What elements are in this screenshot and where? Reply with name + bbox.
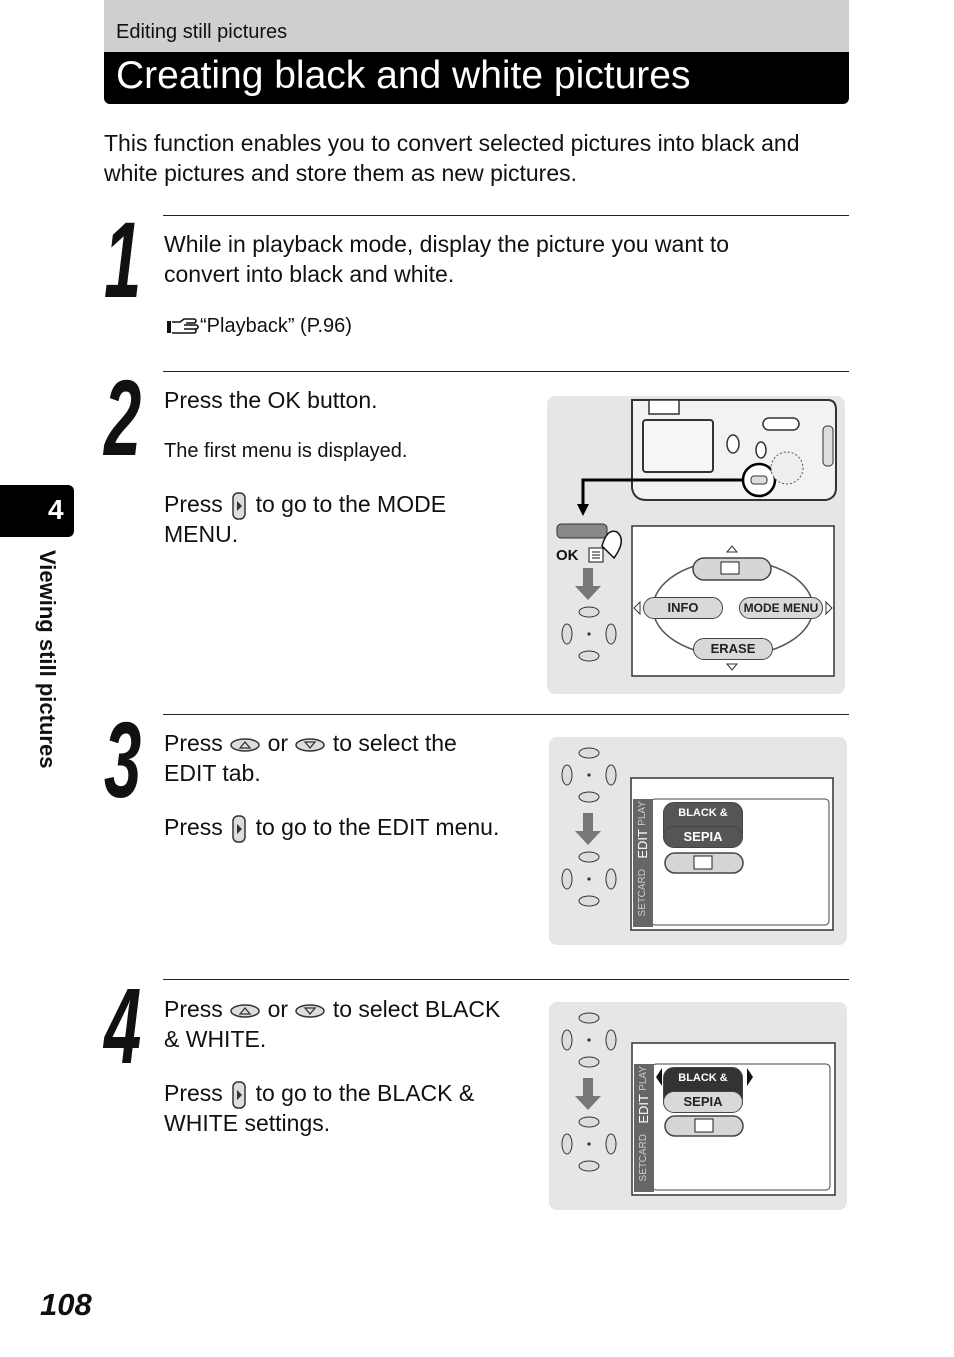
- right-arrow-button-icon: [232, 492, 246, 520]
- tab-edit: EDIT: [636, 1094, 651, 1124]
- step-2-number: 2: [104, 357, 142, 478]
- step-3-line-1: Press or to select the: [164, 728, 457, 758]
- right-arrow-button-icon: [232, 1081, 246, 1109]
- step-4-line-1: Press or to select BLACK: [164, 994, 500, 1024]
- page-number: 108: [40, 1287, 92, 1322]
- rest-text: to select the: [332, 730, 457, 756]
- header-bar: [104, 0, 849, 52]
- step-3-line-2: EDIT tab.: [164, 760, 261, 786]
- step-1-number: 1: [104, 199, 142, 320]
- tab-set: SET: [638, 1162, 649, 1182]
- step-2-press-line-2: MENU.: [164, 521, 239, 547]
- step-1-line-2: convert into black and white.: [164, 261, 455, 287]
- step-2-illustration: OK INFO MODE MENU ERASE: [547, 396, 845, 694]
- up-arrow-button-icon: [230, 738, 260, 752]
- step-4-number: 4: [104, 965, 142, 1086]
- menu-mode-menu: MODE MENU: [739, 597, 823, 619]
- step-3-illustration: PLAY EDIT CARD SET BLACK & WHITE SEPIA: [549, 737, 847, 945]
- menu-info: INFO: [643, 597, 723, 619]
- edit-item-sepia: SEPIA: [663, 1091, 743, 1113]
- tab-play: PLAY: [638, 1066, 649, 1091]
- step-4-line-3: Press to go to the BLACK &: [164, 1078, 474, 1109]
- step-1-line-1: While in playback mode, display the pict…: [164, 231, 730, 257]
- or-text: or: [267, 996, 289, 1022]
- or-text: or: [267, 730, 289, 756]
- step-4-line-4: WHITE settings.: [164, 1110, 331, 1136]
- step-3-line-3: Press to go to the EDIT menu.: [164, 812, 499, 843]
- press-text: Press: [164, 814, 223, 840]
- step-2-press-line: Press to go to the MODE: [164, 489, 446, 520]
- rest-text: to go to the BLACK &: [255, 1080, 475, 1106]
- title-bar: [104, 52, 849, 104]
- step-3-number: 3: [104, 699, 142, 820]
- step-4-line-2: & WHITE.: [164, 1026, 267, 1052]
- step-4-illustration: PLAY EDIT CARD SET BLACK & WHITE SEPIA: [549, 1002, 847, 1210]
- tab-set: SET: [637, 897, 648, 917]
- step-2-main: Press the OK button.: [164, 387, 378, 413]
- reference-text: “Playback” (P.96): [200, 315, 352, 337]
- edit-item-sepia: SEPIA: [663, 826, 743, 848]
- step-2-sub: The first menu is displayed.: [164, 440, 408, 462]
- rest-text: to go to the EDIT menu.: [255, 814, 500, 840]
- page-title: Creating black and white pictures: [116, 54, 691, 97]
- chapter-label: Viewing still pictures: [35, 550, 60, 769]
- press-text: Press: [164, 1080, 223, 1106]
- tab-play: PLAY: [637, 801, 648, 826]
- menu-erase: ERASE: [693, 638, 773, 660]
- section-label: Editing still pictures: [116, 21, 288, 43]
- tab-card: CARD: [637, 869, 648, 898]
- ok-label: OK: [556, 547, 579, 564]
- down-arrow-button-icon: [295, 1004, 326, 1018]
- step-4-rule: [163, 979, 849, 980]
- right-arrow-button-icon: [232, 815, 246, 843]
- press-rest: to go to the MODE: [255, 491, 447, 517]
- step-1-reference: “Playback” (P.96): [166, 313, 352, 339]
- tab-card: CARD: [638, 1134, 649, 1163]
- step-3-rule: [163, 714, 849, 715]
- tab-edit: EDIT: [635, 829, 650, 859]
- press-text: Press: [164, 996, 223, 1022]
- step-1-rule: [163, 215, 849, 216]
- step-2-rule: [163, 371, 849, 372]
- reference-hand-icon: [167, 317, 199, 334]
- chapter-tab: [0, 485, 74, 537]
- chapter-number: 4: [48, 494, 64, 525]
- intro-text: This function enables you to convert sel…: [104, 130, 800, 186]
- press-text: Press: [164, 730, 223, 756]
- press-text: Press: [164, 491, 223, 517]
- rest-text: to select BLACK: [332, 996, 501, 1022]
- up-arrow-button-icon: [230, 1004, 260, 1018]
- down-arrow-button-icon: [295, 738, 326, 752]
